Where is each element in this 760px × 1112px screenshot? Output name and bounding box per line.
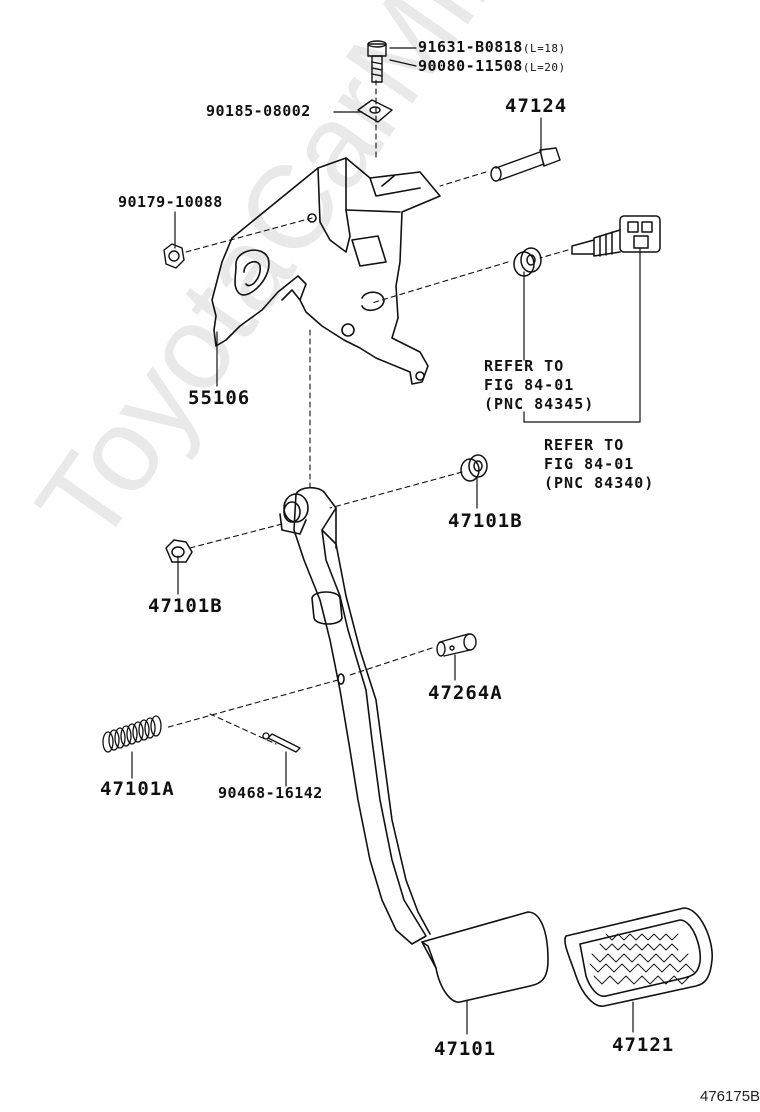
stop-lamp-switch [571, 215, 661, 257]
diagram-id: 476175B [700, 1088, 760, 1105]
bushing-47101b [460, 454, 488, 482]
label-bushing-47101b: 47101B [448, 510, 523, 532]
pedal-pad-47121 [564, 907, 713, 1007]
label-clevis-pin-47264a: 47264A [428, 682, 503, 704]
label-spring-47101a: 47101A [100, 778, 175, 800]
ref2-line3: (PNC 84340) [544, 474, 655, 492]
leader-lines [131, 47, 641, 1035]
ref2-line1: REFER TO [544, 436, 625, 454]
label-pedal-arm-47101: 47101 [434, 1038, 497, 1060]
label-cotter-pin-90468: 90468-16142 [218, 784, 323, 802]
spring-47101a [102, 715, 162, 753]
ref-note-84340: REFER TO FIG 84-01 (PNC 84340) [544, 436, 654, 493]
label-pin-bolt-47124: 47124 [505, 95, 568, 117]
ref1-line2: FIG 84-01 [484, 376, 575, 394]
label-nut-90179: 90179-10088 [118, 193, 223, 211]
label-washer-90185: 90185-08002 [206, 102, 311, 120]
pin-bolt-47124 [490, 147, 561, 182]
cotter-pin-90468 [262, 732, 301, 753]
label-bolt-90080: 90080-11508(L=20) [418, 57, 566, 75]
nut-90179 [163, 243, 185, 269]
ref-note-84345: REFER TO FIG 84-01 (PNC 84345) [484, 357, 594, 414]
bracket-55106 [211, 157, 441, 385]
label-bracket-55106: 55106 [188, 387, 251, 409]
nut-47101b [165, 539, 193, 563]
pedal-arm-47101 [279, 486, 431, 945]
assembly-lines [164, 79, 569, 745]
pedal-plate [421, 911, 549, 1003]
label-nut-47101b: 47101B [148, 595, 223, 617]
ref1-line1: REFER TO [484, 357, 565, 375]
ref2-line2: FIG 84-01 [544, 455, 635, 473]
bolt-91631 [367, 40, 387, 83]
bushing-upper [513, 247, 542, 277]
clevis-pin-47264a [436, 633, 477, 657]
ref1-line3: (PNC 84345) [484, 395, 595, 413]
washer-90185 [357, 99, 393, 123]
label-pedal-pad-47121: 47121 [612, 1034, 675, 1056]
label-bolt-91631: 91631-B0818(L=18) [418, 38, 566, 56]
